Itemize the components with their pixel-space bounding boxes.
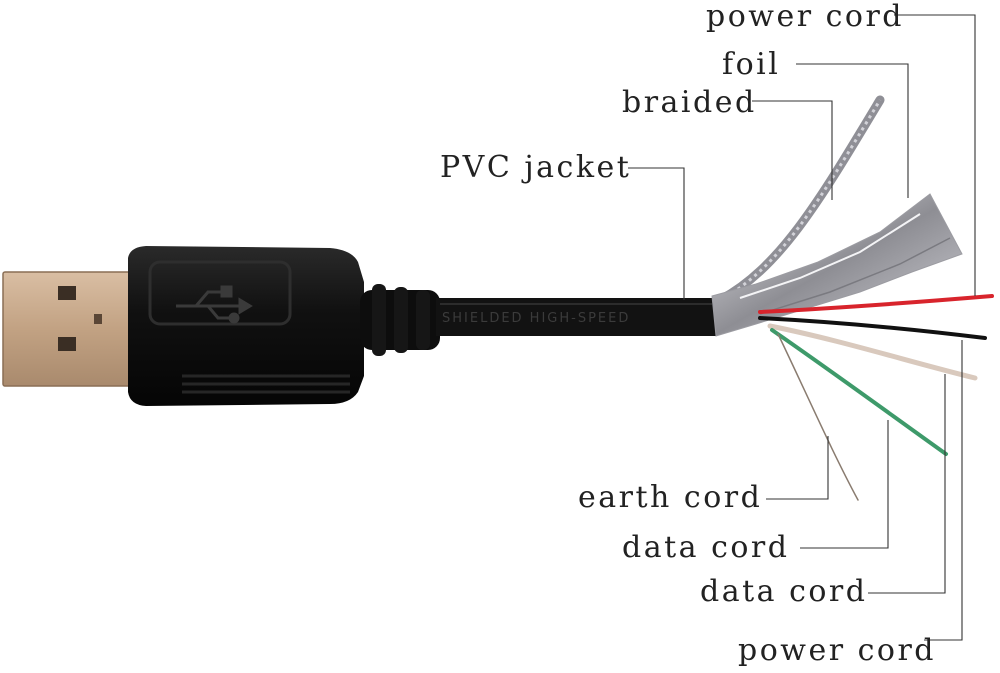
label-power-cord-bottom: power cord	[738, 633, 936, 668]
usb-plug-housing	[128, 246, 364, 406]
black-power-wire	[758, 316, 987, 340]
label-data-cord-2: data cord	[700, 574, 868, 609]
strain-relief	[360, 284, 440, 356]
braided-shield	[715, 95, 885, 305]
white-data-wire	[767, 323, 978, 381]
wires	[758, 294, 994, 501]
label-earth-cord: earth cord	[578, 480, 763, 515]
label-pvc-jacket: PVC jacket	[440, 150, 632, 185]
usb-logo-icon	[176, 285, 253, 324]
cable-print-text: SHIELDED HIGH-SPEED	[442, 311, 630, 326]
earth-wire	[777, 333, 859, 501]
plug-hole-top	[58, 286, 76, 300]
usb-plug-metal	[2, 271, 134, 387]
green-data-wire	[770, 328, 948, 456]
leader-lines	[628, 14, 976, 641]
label-power-cord-top: power cord	[706, 0, 904, 34]
pvc-cable: SHIELDED HIGH-SPEED	[436, 298, 718, 336]
red-power-wire	[758, 294, 994, 314]
label-foil: foil	[722, 47, 781, 82]
label-data-cord-1: data cord	[622, 530, 790, 565]
plug-hole-bottom	[58, 337, 76, 351]
label-braided: braided	[622, 85, 757, 120]
foil-shield	[711, 193, 963, 337]
